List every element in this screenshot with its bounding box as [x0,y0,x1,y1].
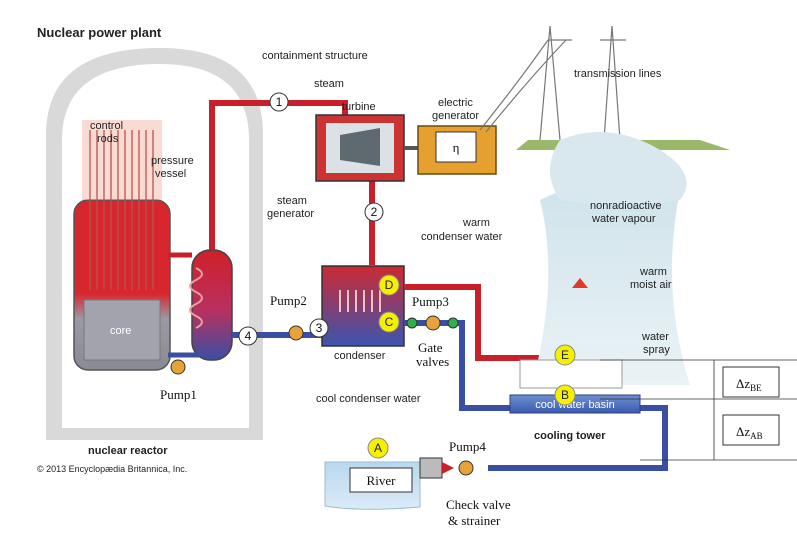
state-point-1: 1 [269,92,289,112]
gate-valve-2 [447,317,459,329]
check-valve-icon [442,462,454,474]
label-spray-1: water [641,331,669,343]
label-control-2: rods [97,133,119,145]
water-vapour-cloud [550,132,687,205]
label-condenser: condenser [334,350,386,362]
label-check-2: & strainer [448,513,501,528]
dz-be-box [722,366,780,398]
efficiency-symbol: η [453,140,460,155]
label-generator-1: electric [438,97,473,109]
label-spray-2: spray [643,344,670,356]
point-B: B [554,384,576,406]
makeup-water-line [488,405,668,471]
label-pump4: Pump4 [449,439,486,454]
label-warm-cond-2: condenser water [421,231,503,243]
point-D: D [378,274,400,296]
label-gate-2: valves [416,354,449,369]
label-cool-cond: cool condenser water [316,393,421,405]
label-transmission: transmission lines [574,68,662,80]
turbine-rotor [340,128,380,166]
river-label: River [367,473,397,488]
svg-text:1: 1 [276,95,283,109]
steam-generator [191,249,233,361]
point-E: E [554,344,576,366]
point-A: A [367,437,389,459]
diagram-title: Nuclear power plant [37,25,162,40]
core-label: core [110,325,131,337]
pump1 [170,359,186,375]
label-cooling-tower: cooling tower [534,430,606,442]
dz-ab-label: ΔzAB [736,424,763,441]
svg-text:D: D [385,278,394,292]
label-steam-gen-2: generator [267,208,314,220]
state-point-3: 3 [309,318,329,338]
river-box [349,467,413,493]
state-point-4: 4 [238,326,258,346]
label-check-1: Check valve [446,497,511,512]
basin-label: cool water basin [535,399,615,411]
svg-text:A: A [374,441,382,455]
label-pump3: Pump3 [412,294,449,309]
label-pump2: Pump2 [270,293,307,308]
svg-text:4: 4 [245,329,252,343]
label-copyright: © 2013 Encyclopædia Britannica, Inc. [37,464,187,474]
condenser-tubes [339,290,381,312]
gate-valve-1 [406,317,418,329]
strainer [419,457,443,479]
label-nuclear-reactor: nuclear reactor [88,445,168,457]
dz-ab-box [722,414,780,446]
pump2 [288,325,304,341]
label-containment: containment structure [262,50,368,62]
efficiency-box [435,131,477,163]
svg-text:C: C [385,315,394,329]
label-pump1: Pump1 [160,387,197,402]
spray-zone [519,359,623,389]
label-nonrad-2: water vapour [591,213,656,225]
label-gate-1: Gate [418,340,443,355]
label-nonrad-1: nonradioactive [590,200,662,212]
state-point-2: 2 [364,202,384,222]
transmission-towers [479,25,626,141]
label-steam: steam [314,78,344,90]
label-generator-2: generator [432,110,479,122]
label-pressure-1: pressure [151,155,194,167]
label-warm-air-2: moist air [630,279,672,291]
label-pressure-2: vessel [155,168,186,180]
label-steam-gen-1: steam [277,195,307,207]
dz-be-label: ΔzBE [736,376,762,393]
label-warm-air-1: warm [639,266,667,278]
svg-text:3: 3 [316,321,323,335]
cooling-tower [532,182,690,385]
label-turbine: turbine [342,101,376,113]
control-rods [89,130,154,290]
warm-water-line [404,284,555,361]
pump3 [425,315,441,331]
reactor-core [83,299,161,361]
svg-text:2: 2 [371,205,378,219]
svg-text:B: B [561,388,569,402]
svg-text:E: E [561,348,569,362]
pump4 [458,460,474,476]
warm-air-arrow-icon [572,278,588,288]
control-rod-housing [82,120,162,200]
label-control-1: control [90,120,123,132]
point-C: C [378,311,400,333]
steam-generator-coil [189,267,203,329]
label-warm-cond-1: warm [462,217,490,229]
